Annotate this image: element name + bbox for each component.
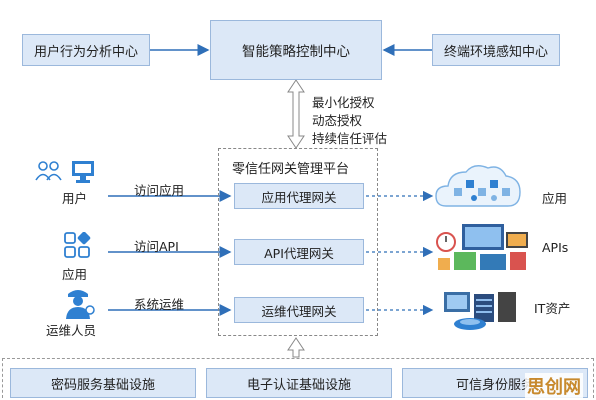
- policy-control-center: 智能策略控制中心: [210, 20, 382, 80]
- subject-app-label: 应用: [62, 267, 88, 282]
- zero-trust-platform: [218, 148, 378, 336]
- watermark-logo: 思创网: [525, 373, 583, 399]
- cloud-apps-icon: [435, 165, 521, 207]
- operator-icon: [66, 290, 95, 319]
- api-proxy-gateway: API代理网关: [234, 239, 364, 265]
- app-grid-icon: [64, 232, 91, 258]
- user-behavior-center: 用户行为分析中心: [22, 34, 150, 66]
- resource-it-label: IT资产: [534, 301, 571, 316]
- endpoint-awareness-center: 终端环境感知中心: [432, 34, 560, 66]
- app-proxy-gateway: 应用代理网关: [234, 183, 364, 209]
- policy-label-min: 最小化授权: [312, 95, 375, 110]
- policy-label-trust: 持续信任评估: [312, 131, 388, 146]
- it-assets-icon: [444, 292, 516, 330]
- platform-title: 零信任网关管理平台: [232, 162, 350, 177]
- users-computer-icon: [35, 161, 94, 183]
- subject-app-action: 访问API: [134, 239, 179, 254]
- arrow-center-platform: [287, 79, 305, 149]
- ops-proxy-gateway: 运维代理网关: [234, 297, 364, 323]
- ca-infrastructure: 电子认证基础设施: [206, 368, 392, 398]
- arrow-platform-bottom: [287, 337, 305, 358]
- subject-ops-action: 系统运维: [134, 297, 185, 312]
- api-collage-icon: [436, 224, 528, 270]
- infrastructure-frame: [2, 358, 594, 398]
- policy-label-dynamic: 动态授权: [312, 113, 363, 128]
- subject-user-action: 访问应用: [134, 183, 185, 198]
- resource-apps-label: 应用: [542, 191, 568, 206]
- subject-user-label: 用户: [62, 191, 88, 206]
- crypto-infrastructure: 密码服务基础设施: [10, 368, 196, 398]
- resource-apis-label: APIs: [542, 240, 569, 255]
- subject-ops-label: 运维人员: [46, 323, 97, 338]
